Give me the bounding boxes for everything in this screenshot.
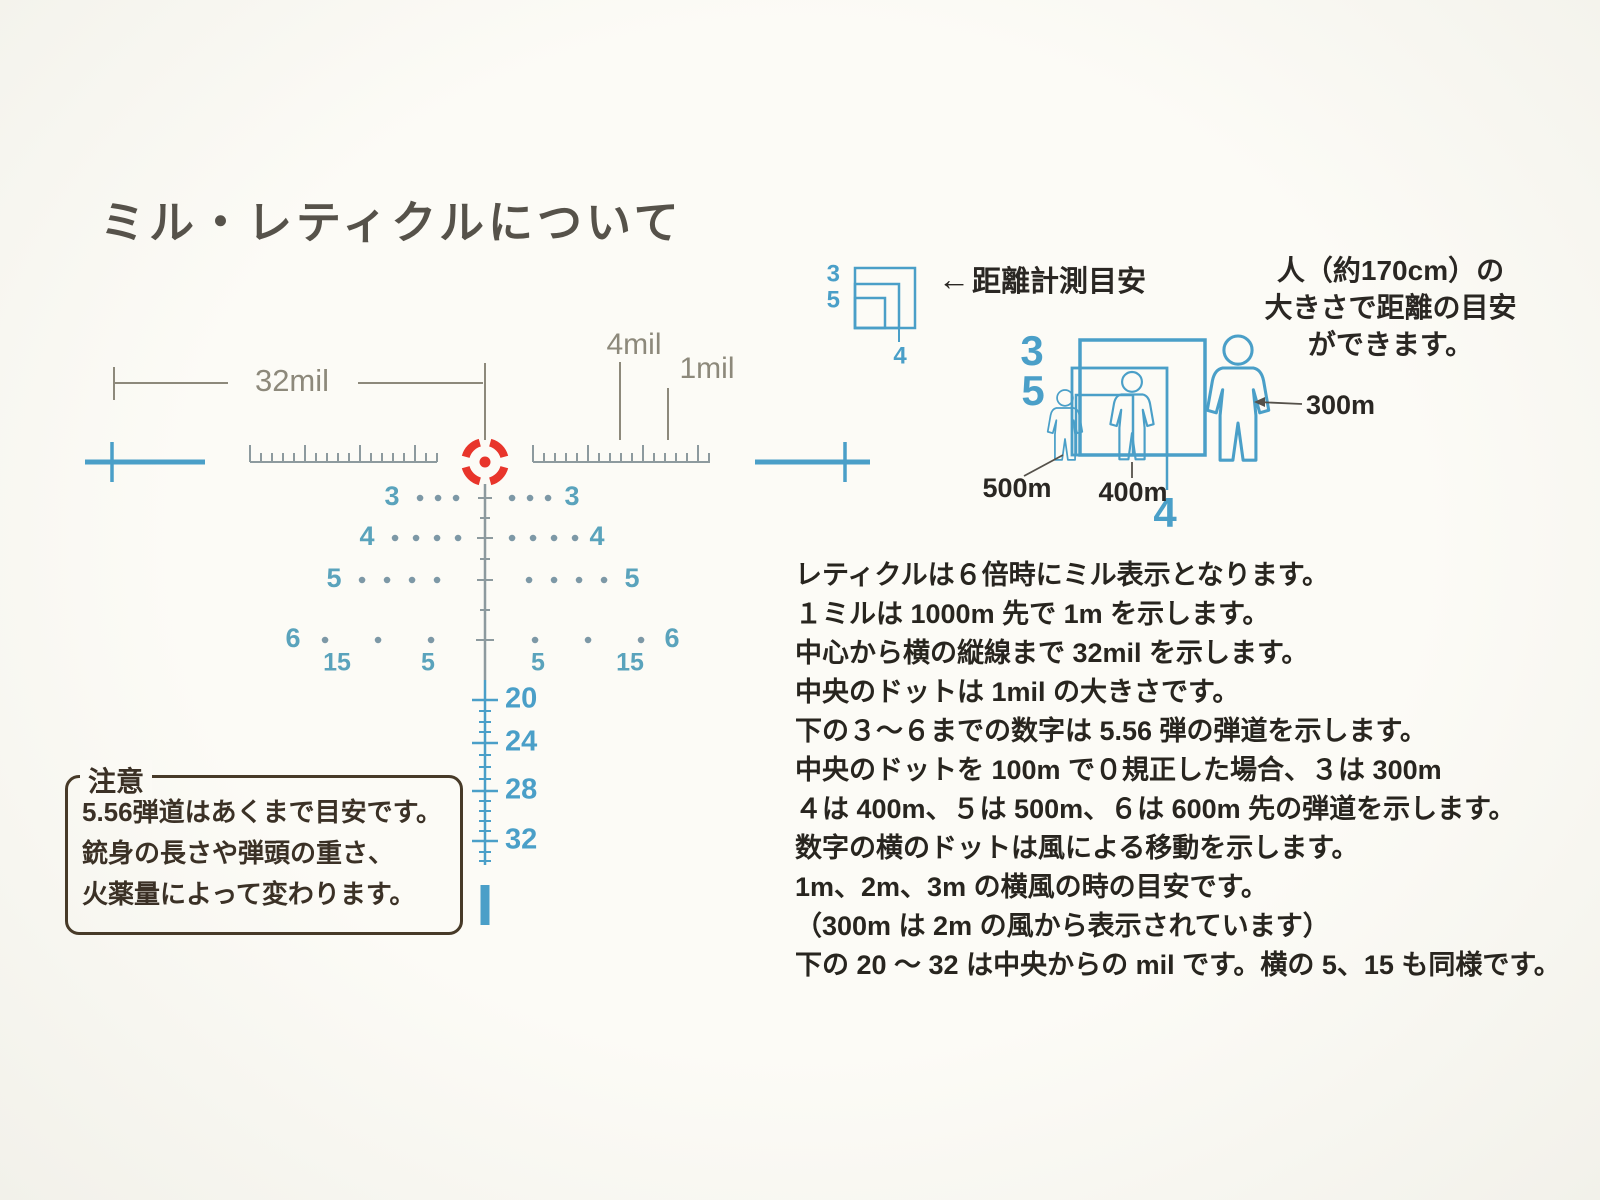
row5-right-label: 5 xyxy=(624,563,639,593)
row5-left-label: 5 xyxy=(326,563,341,593)
scale-square-500m xyxy=(1074,393,1135,457)
ruler-ticks-tall-left xyxy=(249,445,416,462)
rangefinder-caption: 距離計測目安 xyxy=(972,264,1146,298)
measure-32mil xyxy=(113,362,669,440)
row6-left-label: 6 xyxy=(285,623,300,653)
description-line: 1m、2m、3m の横風の時の目安です。 xyxy=(795,872,1268,902)
bottom-post xyxy=(480,885,490,925)
caution-line: 火薬量によって変わります。 xyxy=(82,879,416,909)
description-line: 数字の横のドットは風による移動を示します。 xyxy=(795,833,1359,863)
mil-ladder-numbers: 20 24 28 32 xyxy=(505,683,537,856)
rangefinder-square-5 xyxy=(853,296,887,330)
ruler-ticks-small-left xyxy=(260,453,438,462)
description-line: 中央のドットを 100m で０規正した場合、３は 300m xyxy=(795,755,1442,785)
rangefinder-square-4 xyxy=(853,282,901,330)
description-line: 下の３～６までの数字は 5.56 弾の弾道を示します。 xyxy=(795,716,1427,746)
center-dot-icon xyxy=(479,456,491,468)
row4-left-label: 4 xyxy=(359,521,374,551)
leader-300m xyxy=(1257,401,1303,405)
wind-label-5-left: 5 xyxy=(421,649,435,677)
label-4mil: 4mil xyxy=(606,328,661,361)
rangefinder-label-5: 5 xyxy=(827,286,840,313)
ladder-label-20: 20 xyxy=(505,683,537,715)
caution-label: 注意 xyxy=(80,760,153,800)
wind-label-5-right: 5 xyxy=(531,649,545,677)
bdc-cross-ticks xyxy=(476,497,494,641)
mil-ruler xyxy=(249,445,710,463)
description-line: 中央のドットは 1mil の大きさです。 xyxy=(795,677,1240,707)
description-line: レティクルは６倍時にミル表示となります。 xyxy=(795,560,1330,590)
description-line: 下の 20 ～ 32 は中央からの mil です。横の 5、15 も同様です。 xyxy=(795,950,1561,980)
description-line: （300m は 2m の風から表示されています） xyxy=(795,911,1330,941)
description-line: 中心から横の縦線まで 32mil を示します。 xyxy=(795,638,1309,668)
label-32mil: 32mil xyxy=(255,363,329,398)
description-text: レティクルは６倍時にミル表示となります。 １ミルは 1000m 先で 1m を示… xyxy=(795,556,1570,985)
description-line: １ミルは 1000m 先で 1m を示します。 xyxy=(795,599,1270,629)
crosshair-horizontal xyxy=(85,442,870,482)
leader-300m-arrowhead-icon xyxy=(1254,397,1265,407)
distance-label-300m: 300m xyxy=(1306,390,1375,420)
ladder-long-ticks xyxy=(472,698,498,843)
row3-right-label: 3 xyxy=(564,481,579,511)
scale-label-5: 5 xyxy=(1021,367,1044,414)
row4-right-label: 4 xyxy=(589,521,604,551)
rangefinder-label-4: 4 xyxy=(893,342,907,369)
page-title: ミル・レティクルについて xyxy=(100,197,683,248)
human-caption-line: 大きさで距離の目安 xyxy=(1264,292,1517,323)
human-scale-diagram: 3 5 4 500m 400m 300m xyxy=(982,327,1375,536)
distance-leaders xyxy=(1023,401,1303,478)
distance-label-400m: 400m xyxy=(1098,477,1167,507)
wind-label-15-right: 15 xyxy=(616,649,644,677)
ladder-label-32: 32 xyxy=(505,824,537,856)
bdc-line xyxy=(476,484,494,680)
rangefinder-squares xyxy=(853,266,917,342)
label-1mil: 1mil xyxy=(679,352,734,385)
ruler-ticks-small-right xyxy=(543,453,710,462)
rangefinder-labels: 3 5 4 xyxy=(827,260,908,369)
mil-ladder xyxy=(472,680,498,865)
reticle-diagram: 32mil 4mil 1mil 3 3 4 4 5 5 6 xyxy=(85,328,870,925)
description-line: ４は 400m、５は 500m、６は 600m 先の弾道を示します。 xyxy=(795,794,1516,824)
wind-label-15-left: 15 xyxy=(323,649,351,677)
center-reticle xyxy=(461,438,509,486)
human-scale-caption: 人（約170cm）の 大きさで距離の目安 ができます。 xyxy=(1243,252,1538,363)
scale-mil-numbers: 3 5 4 xyxy=(1020,327,1177,536)
ladder-label-24: 24 xyxy=(505,726,537,758)
rangefinder-label-3: 3 xyxy=(827,260,840,287)
leader-500m xyxy=(1023,454,1064,477)
caution-box: 注意 5.56弾道はあくまで目安です。 銃身の長さや弾頭の重さ、 火薬量によって… xyxy=(65,760,463,935)
row3-left-label: 3 xyxy=(384,481,399,511)
caution-line: 5.56弾道はあくまで目安です。 xyxy=(82,797,443,827)
scale-label-4: 4 xyxy=(1153,489,1177,536)
holdover-dots xyxy=(321,494,645,644)
scale-label-3: 3 xyxy=(1020,327,1043,374)
caution-text: 5.56弾道はあくまで目安です。 銃身の長さや弾頭の重さ、 火薬量によって変わり… xyxy=(68,778,460,915)
ladder-label-28: 28 xyxy=(505,774,537,806)
scale-squares xyxy=(1070,338,1207,490)
rangefinder-diagram: 3 5 4 ← 距離計測目安 xyxy=(827,260,1146,369)
distance-label-500m: 500m xyxy=(982,473,1051,503)
caution-line: 銃身の長さや弾頭の重さ、 xyxy=(82,838,395,868)
holdover-numbers: 3 3 4 4 5 5 6 6 15 5 5 15 xyxy=(285,481,679,676)
row6-right-label: 6 xyxy=(664,623,679,653)
ruler-ticks-tall-right xyxy=(532,445,699,462)
distance-labels: 500m 400m 300m xyxy=(982,390,1375,507)
human-caption-line: 人（約170cm）の xyxy=(1276,255,1505,286)
center-ring-icon xyxy=(461,438,509,486)
left-arrow-icon: ← xyxy=(938,261,970,297)
ladder-small-ticks xyxy=(479,710,491,862)
scale-square-300m xyxy=(1078,338,1207,457)
human-caption-line: ができます。 xyxy=(1307,329,1474,360)
